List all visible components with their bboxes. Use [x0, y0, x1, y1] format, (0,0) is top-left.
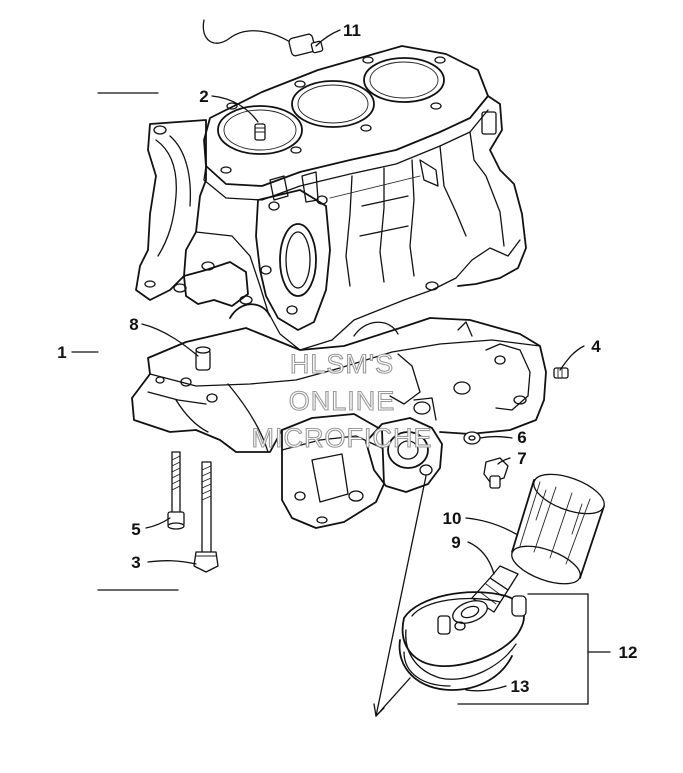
crankcase-bolt-3: [193, 461, 219, 573]
callout-9: 9: [451, 533, 460, 552]
watermark: HLSM'S ONLINE MICROFICHE: [251, 348, 433, 453]
crankcase-lower-half: [131, 317, 569, 529]
oil-filter-10: [511, 473, 605, 585]
cylinder-block: [135, 45, 527, 351]
oil-cooler-assembly-12: [401, 591, 527, 680]
callout-5: 5: [131, 520, 140, 539]
o-ring-gasket-13: [398, 639, 513, 691]
crankcase-bolt-5: [167, 451, 185, 530]
callout-10: 10: [443, 509, 462, 528]
callout-4: 4: [591, 337, 601, 356]
washer-6: [463, 431, 481, 445]
callout-1: 1: [57, 343, 66, 362]
callout-12: 12: [619, 643, 638, 662]
union-bolt-7: [483, 457, 509, 489]
callout-11: 11: [343, 21, 361, 40]
callout-labels: 1 2 3 4 5 6 7 8 9 10 11 12 13: [57, 21, 637, 696]
callout-3: 3: [131, 553, 140, 572]
watermark-line-1: HLSM'S: [290, 349, 394, 379]
callout-7: 7: [517, 449, 526, 468]
callout-2: 2: [199, 87, 208, 106]
callout-6: 6: [517, 428, 526, 447]
watermark-line-3: MICROFICHE: [252, 423, 433, 453]
callout-8: 8: [129, 315, 138, 334]
leader-lines: [71, 29, 611, 717]
callout-13: 13: [511, 677, 530, 696]
oil-pressure-switch: [202, 19, 324, 57]
watermark-line-2: ONLINE: [289, 386, 396, 416]
